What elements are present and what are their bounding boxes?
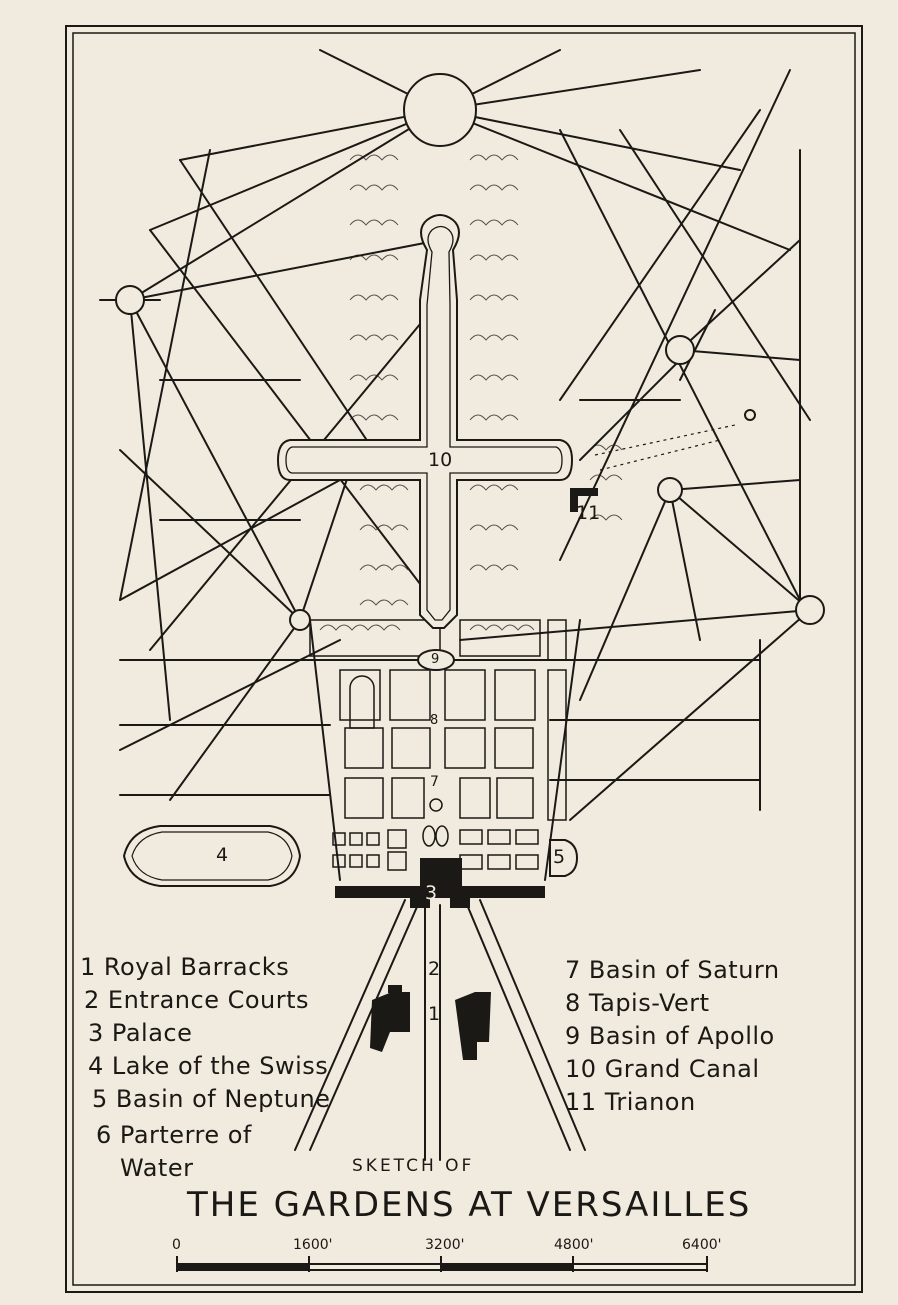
legend-num: 4	[88, 1052, 104, 1080]
scale-bar	[176, 1256, 708, 1272]
legend-item-6-cont: Water	[120, 1154, 194, 1182]
legend-item-3: 3 Palace	[88, 1021, 192, 1045]
legend-num: 10	[565, 1055, 597, 1083]
legend-num: 9	[565, 1022, 581, 1050]
legend-item-7: 7 Basin of Saturn	[565, 958, 780, 982]
legend-item-4: 4 Lake of the Swiss	[88, 1054, 328, 1078]
map-label-1: 1	[428, 1003, 441, 1025]
outer-frame	[65, 25, 863, 1293]
trianon	[570, 488, 598, 512]
legend-num: 11	[565, 1088, 597, 1116]
legend-num: 7	[565, 956, 581, 984]
legend-item-11: 11 Trianon	[565, 1090, 696, 1114]
legend-num: 3	[88, 1019, 104, 1047]
bosquets	[319, 154, 623, 631]
scale-tick-6400: 6400'	[682, 1237, 722, 1253]
scale-tick-3200: 3200'	[425, 1237, 465, 1253]
map-label-8: 8	[430, 713, 439, 728]
legend-label: Parterre of	[119, 1121, 252, 1149]
basin-apollo	[417, 649, 455, 671]
map-label-7: 7	[430, 774, 439, 790]
legend-num: 8	[565, 989, 581, 1017]
rond-points	[115, 73, 825, 631]
legend-item-1: 1 Royal Barracks	[80, 955, 289, 979]
page-title: THE GARDENS AT VERSAILLES	[187, 1185, 752, 1225]
legend-num: 2	[84, 986, 100, 1014]
legend-label: Tapis-Vert	[588, 989, 710, 1017]
legend-item-6: 6 Parterre of	[96, 1123, 252, 1147]
map-label-5: 5	[553, 846, 566, 868]
avenues	[99, 49, 811, 1161]
legend-label: Entrance Courts	[107, 986, 310, 1014]
lake-of-the-swiss	[122, 825, 302, 887]
inner-frame	[72, 32, 856, 1286]
royal-barracks	[370, 985, 491, 1060]
flower-beds	[332, 675, 539, 871]
map-label-4: 4	[216, 844, 229, 866]
legend-item-10: 10 Grand Canal	[565, 1057, 759, 1081]
grand-canal-inner	[285, 225, 563, 621]
grand-canal	[276, 214, 574, 629]
map-label-9: 9	[431, 652, 440, 667]
title-prefix: SKETCH OF	[352, 1156, 475, 1176]
legend-label: Basin of Saturn	[588, 956, 780, 984]
legend-item-2: 2 Entrance Courts	[84, 988, 309, 1012]
trianon-trace	[594, 424, 736, 471]
legend-item-5: 5 Basin of Neptune	[92, 1087, 330, 1111]
legend-label: Basin of Apollo	[588, 1022, 775, 1050]
legend-num: 5	[92, 1085, 108, 1113]
map-label-3: 3	[425, 882, 438, 904]
legend-label: Palace	[111, 1019, 193, 1047]
legend-num: 6	[96, 1121, 112, 1149]
legend-label: Lake of the Swiss	[111, 1052, 329, 1080]
legend-label: Trianon	[604, 1088, 696, 1116]
scale-tick-0: 0	[172, 1237, 181, 1253]
map-label-11: 11	[576, 502, 601, 524]
parterre-blocks	[309, 619, 567, 821]
legend-label: Grand Canal	[604, 1055, 760, 1083]
legend-item-9: 9 Basin of Apollo	[565, 1024, 775, 1048]
map-label-2: 2	[428, 958, 441, 980]
legend-label: Basin of Neptune	[115, 1085, 331, 1113]
legend-label: Royal Barracks	[103, 953, 290, 981]
legend-item-8: 8 Tapis-Vert	[565, 991, 710, 1015]
map-label-10: 10	[428, 449, 453, 471]
basin-neptune	[549, 839, 579, 877]
scale-tick-1600: 1600'	[293, 1237, 333, 1253]
palace	[335, 858, 545, 908]
legend-num: 1	[80, 953, 96, 981]
scale-tick-4800: 4800'	[554, 1237, 594, 1253]
